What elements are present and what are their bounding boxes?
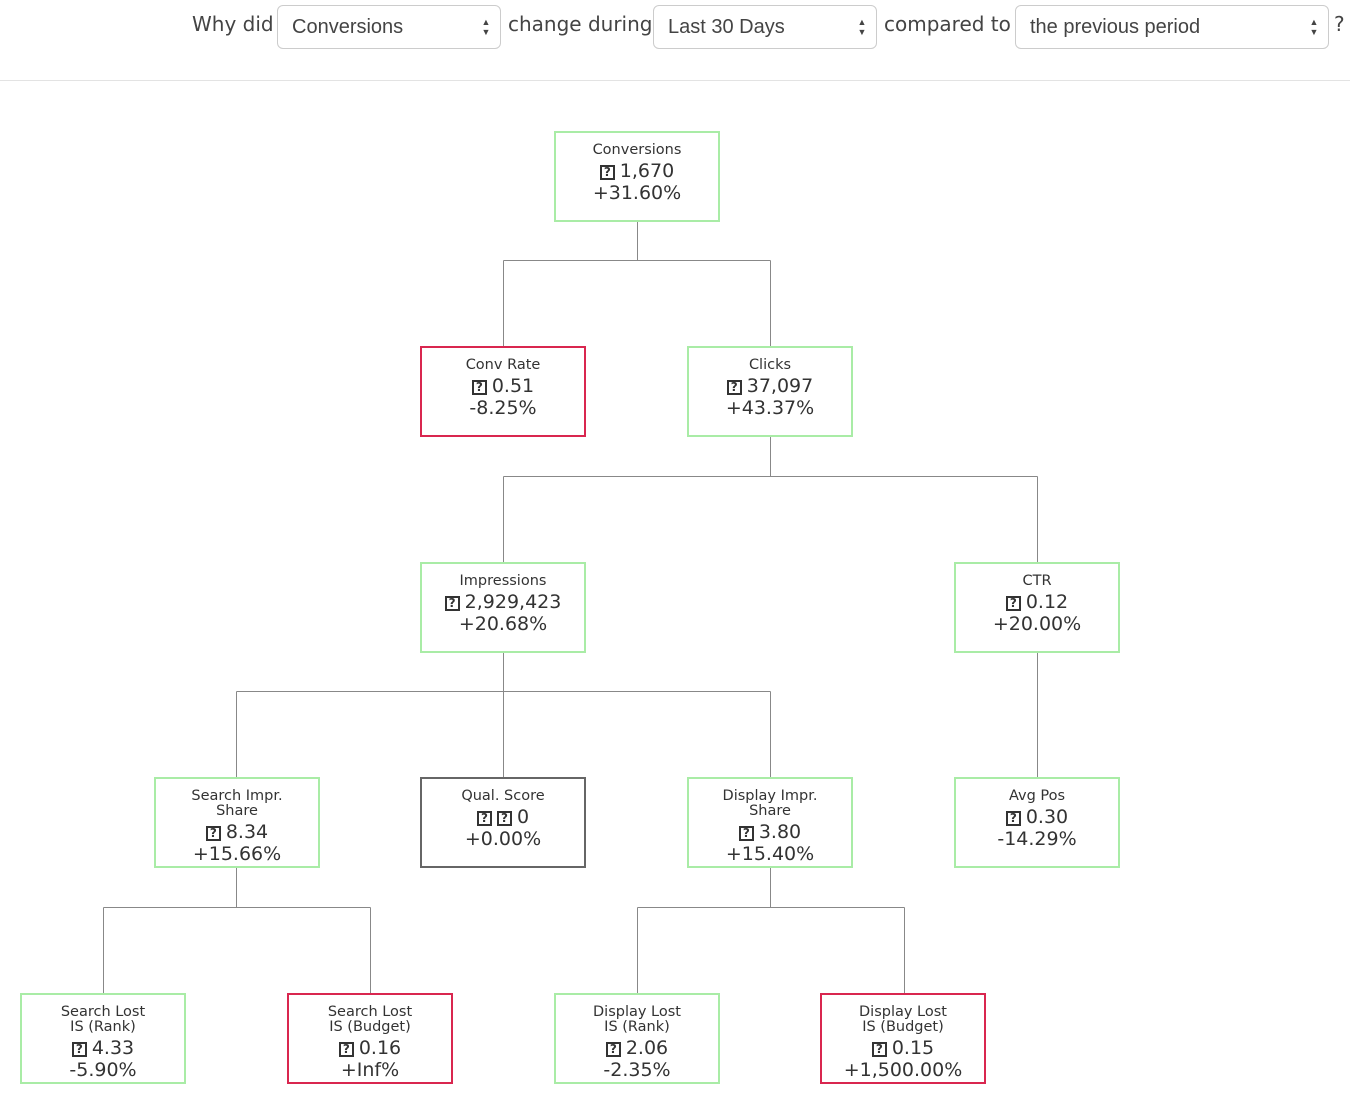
node-value: 8.34 (225, 821, 269, 843)
node-value: 0.51 (491, 375, 535, 397)
node-value: 3.80 (758, 821, 802, 843)
question-bar: Why did Conversions ▲▼ change during Las… (0, 0, 1350, 81)
date-range-select-value: Last 30 Days (668, 16, 785, 38)
node-change: +31.60% (592, 182, 682, 204)
question-mark-box-icon[interactable]: ? (471, 380, 487, 395)
node-display-impr-share[interactable]: Display Impr.Share ? 3.80 +15.40% (687, 777, 853, 868)
node-value: 0.15 (891, 1037, 935, 1059)
node-change: +15.66% (192, 843, 282, 865)
node-label: CTR (1022, 573, 1052, 589)
node-value: 0.30 (1025, 806, 1069, 828)
date-range-select[interactable]: Last 30 Days ▲▼ (653, 5, 877, 49)
node-value: 0.16 (358, 1037, 402, 1059)
question-mark-box-icon[interactable]: ? (496, 811, 512, 826)
change-during-text: change during (508, 12, 653, 36)
node-label: Search Impr.Share (191, 788, 283, 819)
node-value: 0 (516, 806, 530, 828)
node-change: +20.68% (458, 613, 548, 635)
node-value: 37,097 (746, 375, 814, 397)
node-qual-score[interactable]: Qual. Score ?? 0 +0.00% (420, 777, 586, 868)
metric-select[interactable]: Conversions ▲▼ (277, 5, 501, 49)
node-ctr[interactable]: CTR ? 0.12 +20.00% (954, 562, 1120, 653)
node-change: +20.00% (992, 613, 1082, 635)
question-mark-box-icon[interactable]: ? (338, 1042, 354, 1057)
connector-lines (103, 222, 1038, 993)
node-conv-rate[interactable]: Conv Rate ? 0.51 -8.25% (420, 346, 586, 437)
question-mark-box-icon[interactable]: ? (599, 165, 615, 180)
question-mark-box-icon[interactable]: ? (444, 596, 460, 611)
question-mark-box-icon[interactable]: ? (871, 1042, 887, 1057)
node-label: Avg Pos (1008, 788, 1066, 804)
node-label: Qual. Score (461, 788, 545, 804)
node-label: Clicks (748, 357, 792, 373)
question-mark-box-icon[interactable]: ? (726, 380, 742, 395)
question-mark-box-icon[interactable]: ? (1005, 596, 1021, 611)
node-value: 1,670 (619, 160, 675, 182)
up-down-arrows-icon: ▲▼ (1309, 17, 1319, 37)
node-search-impr-share[interactable]: Search Impr.Share ? 8.34 +15.66% (154, 777, 320, 868)
node-value: 2,929,423 (464, 591, 562, 613)
node-change: +Inf% (340, 1059, 400, 1081)
metric-select-value: Conversions (292, 16, 404, 38)
connector-search-impr-share (103, 868, 371, 993)
connector-clicks (503, 437, 1038, 562)
node-change: -5.90% (69, 1059, 137, 1081)
question-mark-box-icon[interactable]: ? (71, 1042, 87, 1057)
node-change: +15.40% (725, 843, 815, 865)
question-mark-text: ? (1334, 12, 1345, 36)
question-mark-box-icon[interactable]: ? (1005, 811, 1021, 826)
node-label: Conversions (592, 142, 682, 158)
node-change: -2.35% (603, 1059, 671, 1081)
question-mark-box-icon[interactable]: ? (738, 826, 754, 841)
node-value: 2.06 (625, 1037, 669, 1059)
node-label: Impressions (459, 573, 547, 589)
node-change: +0.00% (464, 828, 542, 850)
connector-conversions (503, 222, 771, 346)
node-label: Display Impr.Share (722, 788, 818, 819)
up-down-arrows-icon: ▲▼ (857, 17, 867, 37)
node-impressions[interactable]: Impressions ? 2,929,423 +20.68% (420, 562, 586, 653)
node-conversions[interactable]: Conversions ? 1,670 +31.60% (554, 131, 720, 222)
why-did-text: Why did (192, 12, 274, 36)
node-clicks[interactable]: Clicks ? 37,097 +43.37% (687, 346, 853, 437)
node-change: +43.37% (725, 397, 815, 419)
node-label: Conv Rate (465, 357, 541, 373)
comparison-select-value: the previous period (1030, 16, 1201, 38)
node-avg-pos[interactable]: Avg Pos ? 0.30 -14.29% (954, 777, 1120, 868)
compared-to-text: compared to (884, 12, 1011, 36)
node-change: +1,500.00% (843, 1059, 963, 1081)
question-mark-box-icon[interactable]: ? (205, 826, 221, 841)
node-value: 0.12 (1025, 591, 1069, 613)
question-mark-box-icon[interactable]: ? (476, 811, 492, 826)
connector-display-impr-share (637, 868, 905, 993)
node-change: -8.25% (469, 397, 537, 419)
node-change: -14.29% (997, 828, 1077, 850)
node-value: 4.33 (91, 1037, 135, 1059)
connector-impressions (236, 653, 771, 777)
up-down-arrows-icon: ▲▼ (481, 17, 491, 37)
question-mark-box-icon[interactable]: ? (605, 1042, 621, 1057)
comparison-select[interactable]: the previous period ▲▼ (1015, 5, 1329, 49)
